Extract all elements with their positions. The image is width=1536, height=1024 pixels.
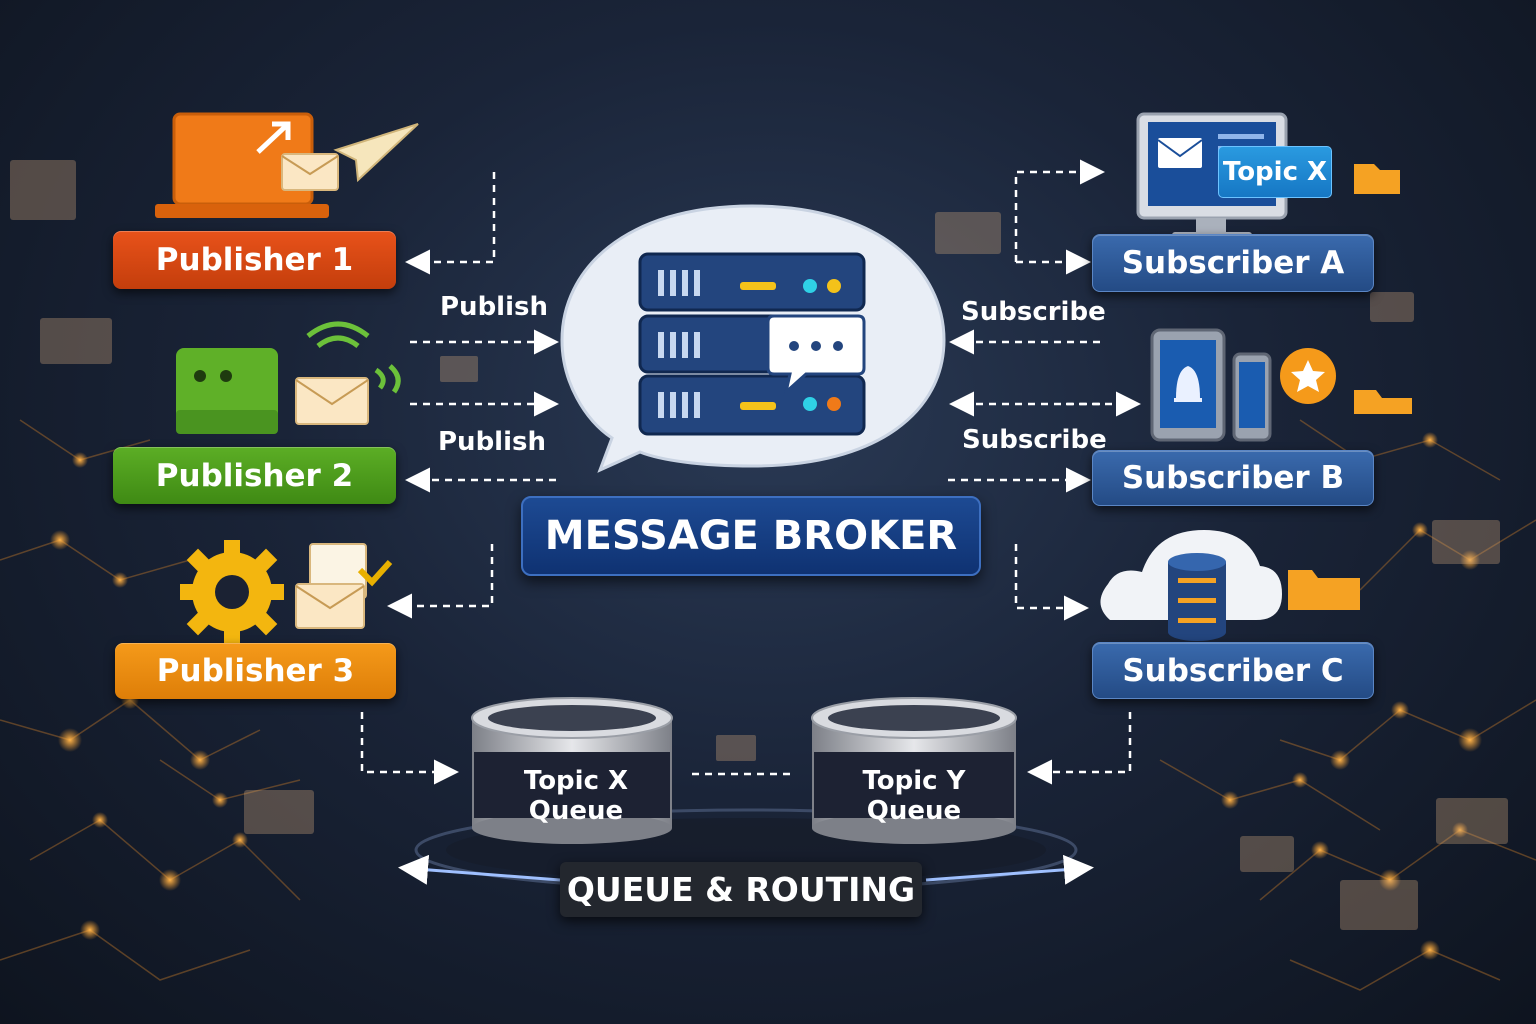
publisher-3-label: Publisher 3 [156, 653, 355, 689]
database-icon [1168, 553, 1226, 641]
message-broker-title: MESSAGE BROKER [521, 496, 981, 576]
gear-icon [180, 540, 284, 644]
topic-x-queue-cylinder [471, 697, 673, 844]
routing-arrow-left [398, 854, 561, 885]
device-icon [176, 348, 278, 434]
arrow-publisher-1-in [405, 172, 496, 275]
phone-icon [1232, 352, 1272, 442]
topic-y-queue-cylinder [811, 697, 1017, 844]
publisher-1-box: Publisher 1 [113, 231, 396, 289]
subscriber-c-box: Subscriber C [1092, 642, 1374, 699]
subscriber-c-label: Subscriber C [1122, 652, 1344, 689]
arrow-subscriber-c-in [1014, 544, 1089, 621]
wifi-icon [306, 321, 401, 394]
laptop-icon [155, 112, 329, 218]
topic-x-tag-label: Topic X [1222, 157, 1328, 187]
topic-y-queue-label: Topic Y Queue [862, 766, 966, 826]
queue-routing-title: QUEUE & ROUTING [560, 862, 922, 917]
publish-label-1: Publish [440, 292, 548, 322]
topic-x-tag: Topic X [1218, 146, 1332, 198]
arrow-subscriber-a-topic [1014, 159, 1105, 262]
subscribe-label-1: Subscribe [961, 297, 1106, 327]
publisher-2-box: Publisher 2 [113, 447, 396, 504]
publisher-3-box: Publisher 3 [115, 643, 396, 699]
publisher-2-label: Publisher 2 [155, 457, 354, 494]
star-icon [1280, 348, 1336, 404]
subscriber-b-label: Subscriber B [1121, 460, 1345, 496]
subscriber-a-label: Subscriber A [1121, 245, 1345, 281]
envelope-icon [281, 153, 339, 191]
paper-plane-icon [333, 123, 419, 183]
chat-bubble-icon [766, 314, 866, 397]
bell-icon [1174, 366, 1202, 402]
subscriber-a-box: Subscriber A [1092, 234, 1374, 292]
topic-x-queue-label: Topic X Queue [523, 766, 629, 826]
flow-arrows [360, 159, 1141, 785]
arrow-publisher-3-queue [360, 712, 459, 785]
envelope-icon [295, 543, 393, 629]
publisher-1-label: Publisher 1 [155, 242, 354, 278]
envelope-icon [295, 377, 369, 425]
subscriber-b-box: Subscriber B [1092, 450, 1374, 506]
folder-icon [1288, 164, 1412, 610]
publish-label-2: Publish [438, 427, 546, 457]
routing-arrow-right [925, 854, 1094, 885]
arrow-subscriber-c-queue [1027, 712, 1132, 785]
arrow-publisher-3-in [387, 544, 494, 619]
subscribe-label-2: Subscribe [962, 425, 1107, 455]
